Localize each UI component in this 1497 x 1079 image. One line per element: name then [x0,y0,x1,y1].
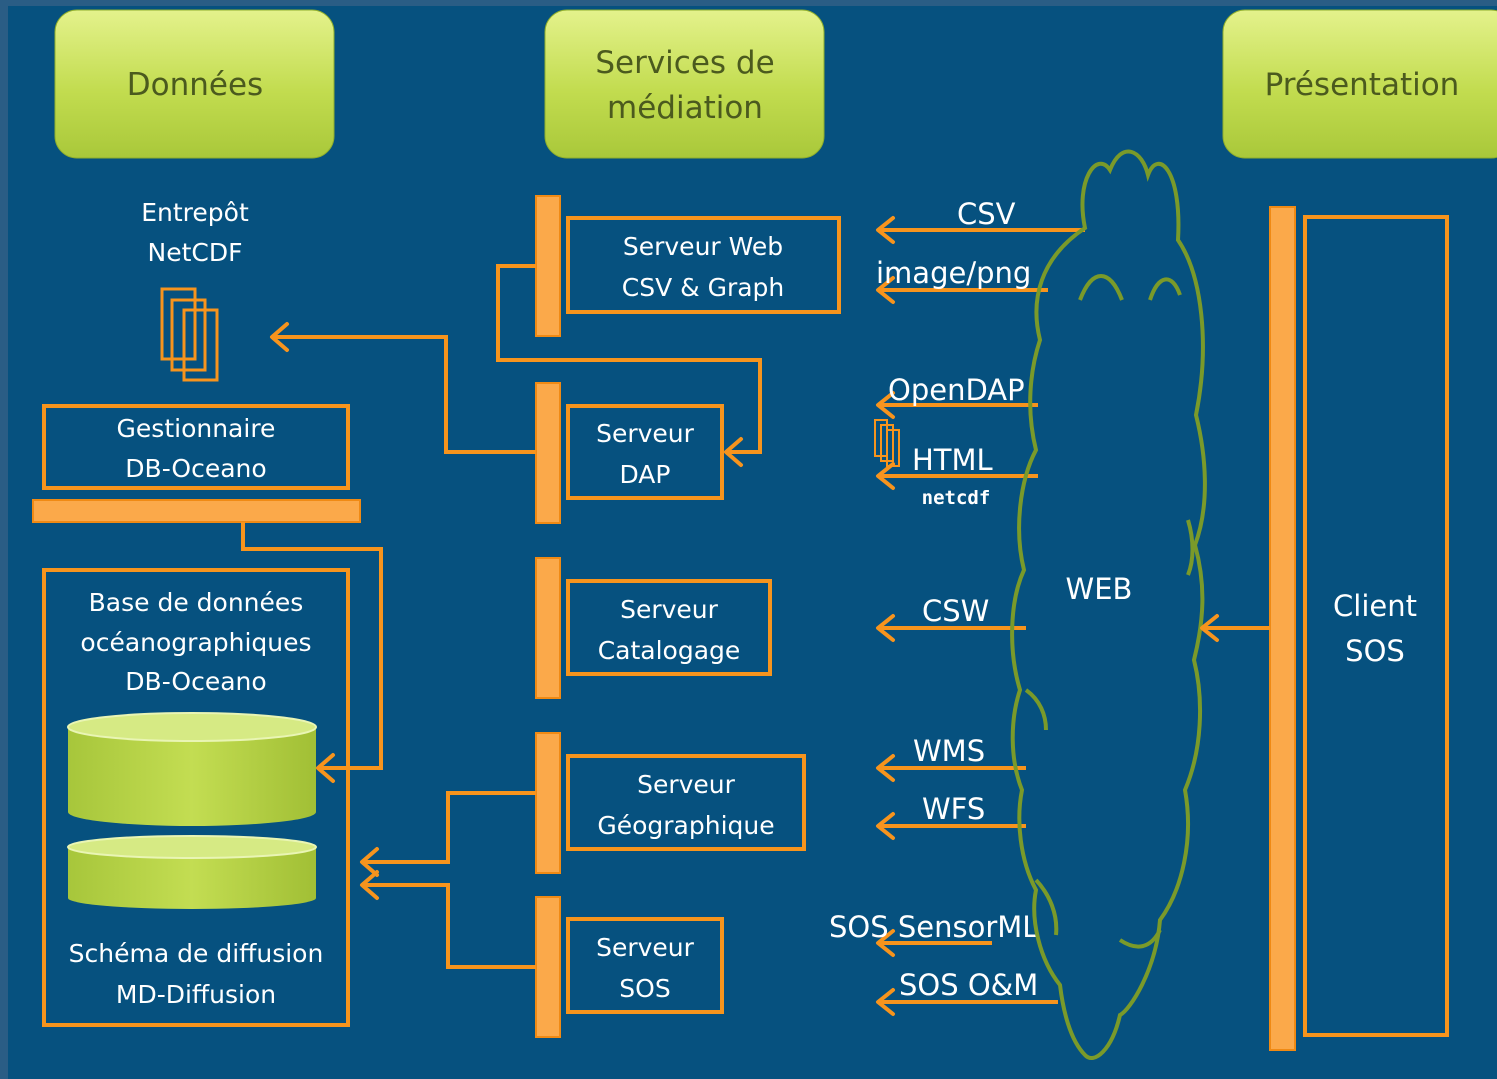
manager-bus-bar [32,499,361,523]
wms-arrow: WMS [876,734,1026,782]
web-server-line2: CSV & Graph [622,273,785,302]
om-arrow: SOS O&M [876,968,1058,1016]
schema-cylinder-icon [67,835,317,909]
schema-label-line1: Schéma de diffusion [69,939,324,968]
wms-label: WMS [913,734,985,768]
csv-arrow: CSV [876,197,1085,244]
sos-server-line2: SOS [619,974,670,1003]
header-presentation-label: Présentation [1265,67,1460,103]
csv-label: CSV [957,197,1016,231]
manager-to-db-connector [241,522,383,770]
catalog-server-line2: Catalogage [598,636,741,665]
opendap-label: OpenDAP [888,373,1025,407]
netcdf-files-icon [160,287,219,382]
header-mediation-line1: Services de [595,45,774,81]
html-arrow: HTML netcdf [876,443,1038,509]
database-cylinder-icon [67,712,317,826]
geo-server-bar [535,732,561,874]
manager-label-line2: DB-Oceano [125,454,266,483]
sos-server-bar [535,896,561,1038]
client-to-web-arrow [1200,614,1270,642]
web-label: WEB [1066,572,1133,606]
dap-server-line2: DAP [620,460,671,489]
sensorml-label: SOS SensorML [829,910,1038,944]
web-server-bar [535,195,561,337]
sos-server-box: Serveur SOS [566,917,724,1014]
header-donnees-label: Données [127,67,263,103]
om-label: SOS O&M [899,968,1038,1002]
dap-server-bar [535,382,561,524]
web-server-line1: Serveur Web [623,232,783,261]
sensorml-arrow: SOS SensorML [829,910,1038,957]
dap-to-netcdf-connector [272,335,536,454]
opendap-arrow: OpenDAP [876,373,1038,419]
mini-files-icon [874,419,900,467]
geo-server-line1: Serveur [637,770,736,799]
sos-to-db-connector [362,883,536,969]
manager-label-line1: Gestionnaire [117,414,276,443]
db-label-line1: Base de données [89,588,304,617]
client-box: Client SOS [1303,215,1449,1037]
wfs-arrow: WFS [876,792,1026,840]
warehouse-label-line1: Entrepôt [141,198,249,227]
csw-arrow: CSW [876,594,1026,642]
manager-box: Gestionnaire DB-Oceano [42,404,350,490]
png-arrow: image/png [876,256,1048,304]
warehouse-label-line2: NetCDF [148,238,243,267]
png-label: image/png [876,256,1031,290]
html-label: HTML [912,443,993,477]
header-mediation-line2: médiation [607,90,763,126]
web-cloud-icon [1010,149,1207,1060]
geo-to-db-connector [362,791,536,864]
geo-server-line2: Géographique [597,811,774,840]
db-label-line3: DB-Oceano [125,667,266,696]
netcdf-label: netcdf [922,487,991,509]
geo-server-box: Serveur Géographique [566,754,806,851]
dap-server-box: Serveur DAP [566,404,724,500]
header-mediation: Services de médiation [544,9,825,159]
database-box: Base de données océanographiques DB-Ocea… [42,568,350,1027]
client-label-line2: SOS [1345,634,1405,668]
catalog-server-box: Serveur Catalogage [566,579,772,676]
header-presentation: Présentation [1222,9,1497,159]
dap-server-line1: Serveur [596,419,695,448]
catalog-server-line1: Serveur [620,595,719,624]
web-to-dap-connector [496,264,762,454]
sos-server-line1: Serveur [596,933,695,962]
header-donnees: Données [54,9,335,159]
csw-label: CSW [922,594,989,628]
wfs-label: WFS [922,792,985,826]
client-bus-bar [1269,206,1296,1051]
db-label-line2: océanographiques [80,628,311,657]
web-server-box: Serveur Web CSV & Graph [566,216,841,314]
schema-label-line2: MD-Diffusion [116,980,276,1009]
catalog-server-bar [535,557,561,699]
client-label-line1: Client [1333,589,1417,623]
